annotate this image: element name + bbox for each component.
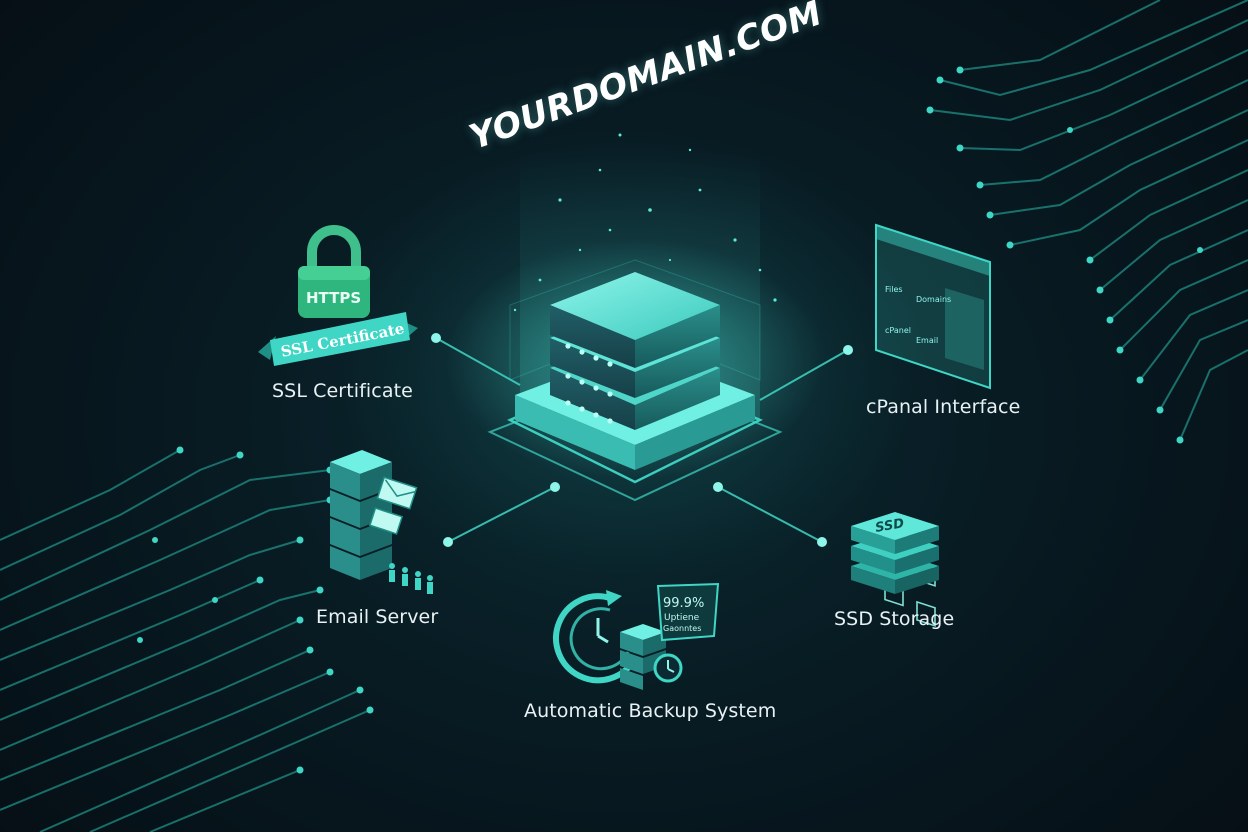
uptime-badge: 99.9% Uptiene Gaonntes <box>663 596 704 633</box>
https-lock-text: HTTPS <box>306 289 361 307</box>
cpanel-caption-2: cPanel <box>885 326 911 335</box>
connector-ssd <box>717 486 823 543</box>
cpanel-caption-1: Domains <box>916 295 951 304</box>
connector-email <box>447 486 556 543</box>
circuit-traces-right <box>929 0 1248 441</box>
padlock-icon <box>298 225 370 318</box>
ssl-certificate-label: SSL Certificate <box>272 380 413 402</box>
uptime-line2: Uptiene <box>664 613 700 623</box>
backup-system-label: Automatic Backup System <box>524 700 777 722</box>
uptime-line3: Gaonntes <box>663 624 701 633</box>
ssl-ribbon <box>258 312 418 366</box>
email-server-label: Email Server <box>316 606 439 628</box>
server-stack-icon <box>515 272 755 470</box>
connector-cpanel <box>759 349 849 401</box>
ssd-storage-label: SSD Storage <box>834 608 955 630</box>
ssd-stack-icon <box>851 512 939 594</box>
cpanel-captions: Files Domains cPanel Email <box>885 285 951 345</box>
ssd-disk-text: SSD <box>874 516 905 536</box>
circuit-nodes-right <box>926 66 1203 444</box>
connector-ssl <box>435 337 521 386</box>
cpanel-interface-label: cPanal Interface <box>866 396 1021 418</box>
backup-clock-icon <box>553 582 720 690</box>
connector-dots <box>431 333 853 547</box>
cpanel-caption-0: Files <box>885 285 903 294</box>
connectors <box>435 337 849 543</box>
uptime-percent: 99.9% <box>663 596 704 611</box>
control-panel-icon <box>875 223 991 627</box>
email-server-icon <box>330 450 433 594</box>
cpanel-caption-3: Email <box>916 336 938 345</box>
circuit-traces-left <box>0 449 371 832</box>
